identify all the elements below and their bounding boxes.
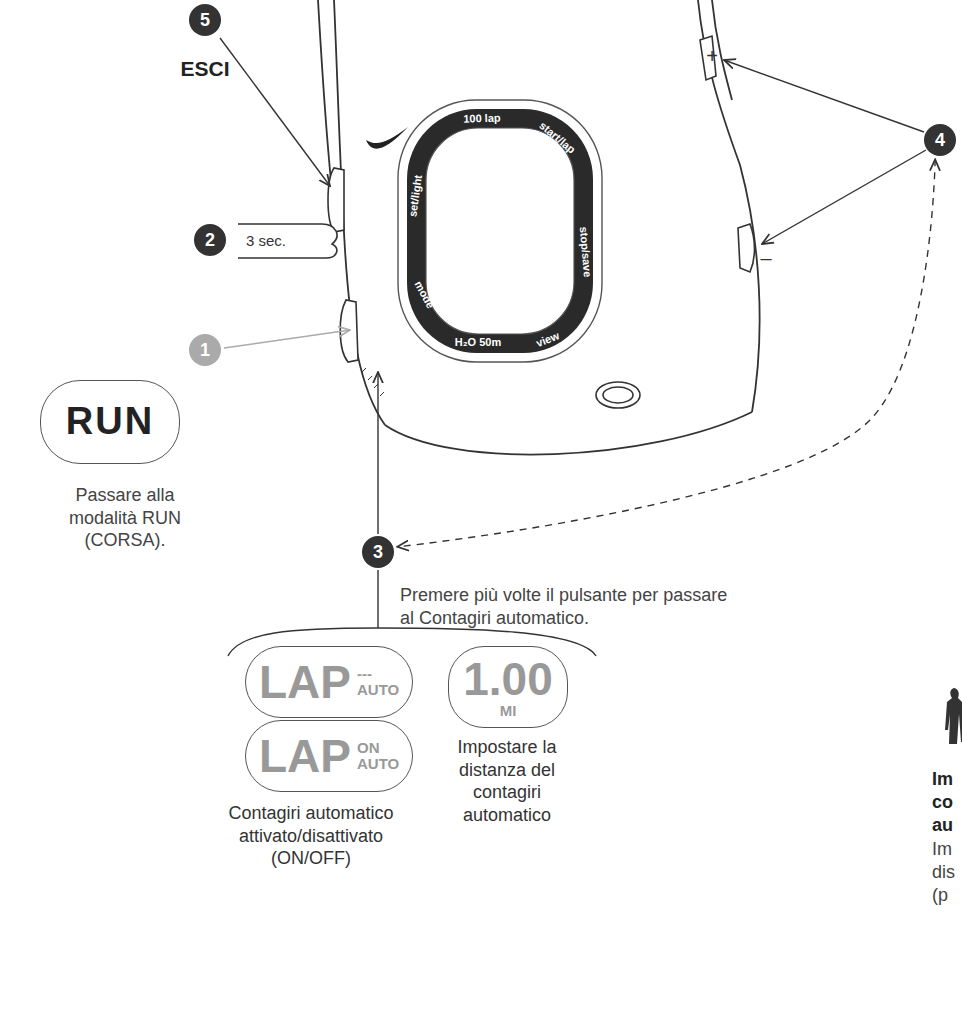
- clipped-text: (p: [932, 884, 960, 907]
- leader-lines: [220, 38, 926, 656]
- step-note: Premere più volte il pulsante per passar…: [400, 584, 730, 629]
- button-name: ESCI: [165, 56, 245, 82]
- bezel-text: set/light: [404, 160, 427, 231]
- display-text: MI: [500, 703, 517, 719]
- callout-circle: 3: [362, 536, 394, 568]
- leader-line: [724, 60, 924, 132]
- stop-save-button: [738, 224, 755, 272]
- display-caption: Impostare la distanza del contagiri auto…: [432, 736, 582, 826]
- text-column: MI: [500, 703, 517, 719]
- callout-circle: 1: [189, 334, 221, 366]
- case-bottom: [385, 412, 752, 455]
- display-text: ON: [357, 740, 380, 756]
- clipped-text: au: [932, 814, 960, 837]
- text-group: 2: [205, 231, 215, 250]
- button-symbol: –: [756, 246, 776, 271]
- display-text: 1.00: [463, 655, 553, 703]
- display-caption: Contagiri automatico attivato/disattivat…: [211, 802, 411, 870]
- lcd-display: 1.00MI: [448, 646, 568, 728]
- watch-case: [318, 0, 760, 455]
- callout-circle: 2: [194, 224, 226, 256]
- text-column: ONAUTO: [357, 740, 399, 772]
- text-group: RUN: [66, 402, 154, 442]
- bezel-outline: [398, 100, 602, 362]
- bezel-text: stop/save: [575, 212, 596, 293]
- display-text: LAP: [259, 658, 351, 706]
- text-group: 1.00MI: [463, 655, 553, 719]
- callout-circle: 4: [924, 124, 956, 156]
- callout-number: 3: [373, 543, 383, 562]
- callout-number: 1: [200, 341, 210, 360]
- mode-display: RUN: [40, 380, 180, 464]
- leader-line: [224, 330, 350, 348]
- leader-line: [762, 150, 926, 244]
- text-column: ---AUTO: [357, 666, 399, 698]
- callout-circle: 5: [189, 4, 221, 36]
- leader-line: [377, 372, 378, 534]
- clipped-text: Im: [932, 768, 960, 791]
- display-text: AUTO: [357, 682, 399, 698]
- lcd-display: LAP---AUTO: [245, 646, 413, 718]
- text-group: LAPONAUTO: [259, 732, 399, 780]
- text-group: 4: [935, 131, 945, 150]
- view-button: [596, 382, 640, 408]
- callout-number: 2: [205, 231, 215, 250]
- display-text: RUN: [66, 402, 154, 442]
- display-screen: [426, 128, 574, 334]
- runner-figure: [945, 688, 962, 744]
- set-light-button: [328, 168, 344, 232]
- display-text: LAP: [259, 732, 351, 780]
- clipped-text: Im: [932, 838, 960, 861]
- lcd-display: LAPONAUTO: [245, 720, 413, 792]
- callout-number: 5: [200, 11, 210, 30]
- clipped-text: dis: [932, 861, 960, 884]
- duration: 3 sec.: [231, 232, 301, 251]
- step-note: Passare alla modalità RUN (CORSA).: [45, 484, 205, 552]
- callout-number: 4: [935, 131, 945, 150]
- text-group: 1: [200, 341, 210, 360]
- bracket-stem: [377, 570, 378, 628]
- display-text: AUTO: [357, 756, 399, 772]
- buttons: [328, 36, 755, 408]
- logo-swoosh: [366, 127, 408, 149]
- leader-line: [220, 38, 330, 186]
- bezel-text: mode: [406, 270, 442, 321]
- bezel-text: start/lap: [526, 110, 588, 166]
- bezel-text: H₂O 50m: [443, 336, 513, 350]
- bezel-text: view: [522, 324, 574, 355]
- view-button-inner: [603, 387, 633, 403]
- button-ridges: [362, 368, 384, 396]
- dashed-connector: [397, 159, 935, 546]
- button-symbol: +: [702, 44, 722, 69]
- text-group: LAP---AUTO: [259, 658, 399, 706]
- text-group: 3: [373, 543, 383, 562]
- clipped-text: co: [932, 791, 960, 814]
- text-group: 5: [200, 11, 210, 30]
- bezel-text: 100 lap: [447, 111, 517, 127]
- display-text: ---: [357, 666, 372, 682]
- bezel-ring: [407, 109, 593, 353]
